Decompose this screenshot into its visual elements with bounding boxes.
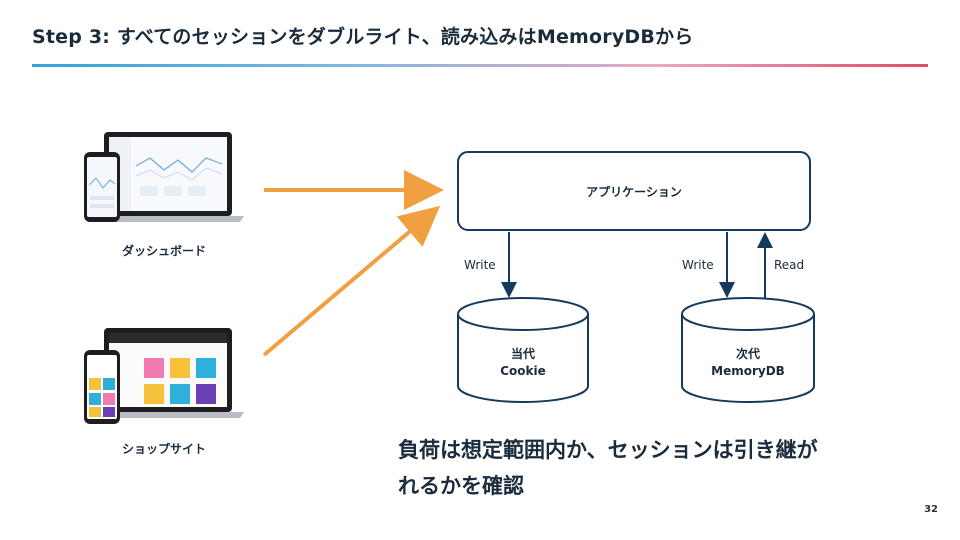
- shop-device-illustration: [84, 328, 244, 424]
- cookie-datastore-cylinder: [457, 297, 589, 403]
- application-box: [457, 151, 811, 231]
- verification-note: 負荷は想定範囲内か、セッションは引き継が れるかを確認: [398, 432, 898, 504]
- dashboard-device-illustration: [84, 132, 244, 222]
- write-label-memorydb: Write: [682, 258, 714, 272]
- memorydb-store-label: 次代 MemoryDB: [682, 346, 814, 380]
- write-label-cookie: Write: [464, 258, 496, 272]
- shop-site-label: ショップサイト: [121, 442, 206, 456]
- title-divider: [32, 64, 928, 67]
- verification-note-line1: 負荷は想定範囲内か、セッションは引き継が: [398, 438, 818, 462]
- memorydb-datastore-cylinder: [681, 297, 815, 403]
- memorydb-store-title: 次代: [735, 347, 760, 361]
- cookie-store-name: Cookie: [500, 364, 546, 378]
- page-number: 32: [924, 504, 938, 515]
- slide-title: Step 3: すべてのセッションをダブルライト、読み込みはMemoryDBから: [32, 26, 694, 48]
- read-label-memorydb: Read: [774, 258, 805, 272]
- dashboard-label: ダッシュボード: [121, 244, 206, 258]
- cookie-store-label: 当代 Cookie: [458, 346, 588, 380]
- cookie-store-title: 当代: [510, 347, 535, 361]
- memorydb-store-name: MemoryDB: [711, 364, 785, 378]
- application-label: アプリケーション: [586, 185, 682, 199]
- shop-to-app-arrow: [262, 205, 441, 357]
- verification-note-line2: れるかを確認: [398, 474, 524, 498]
